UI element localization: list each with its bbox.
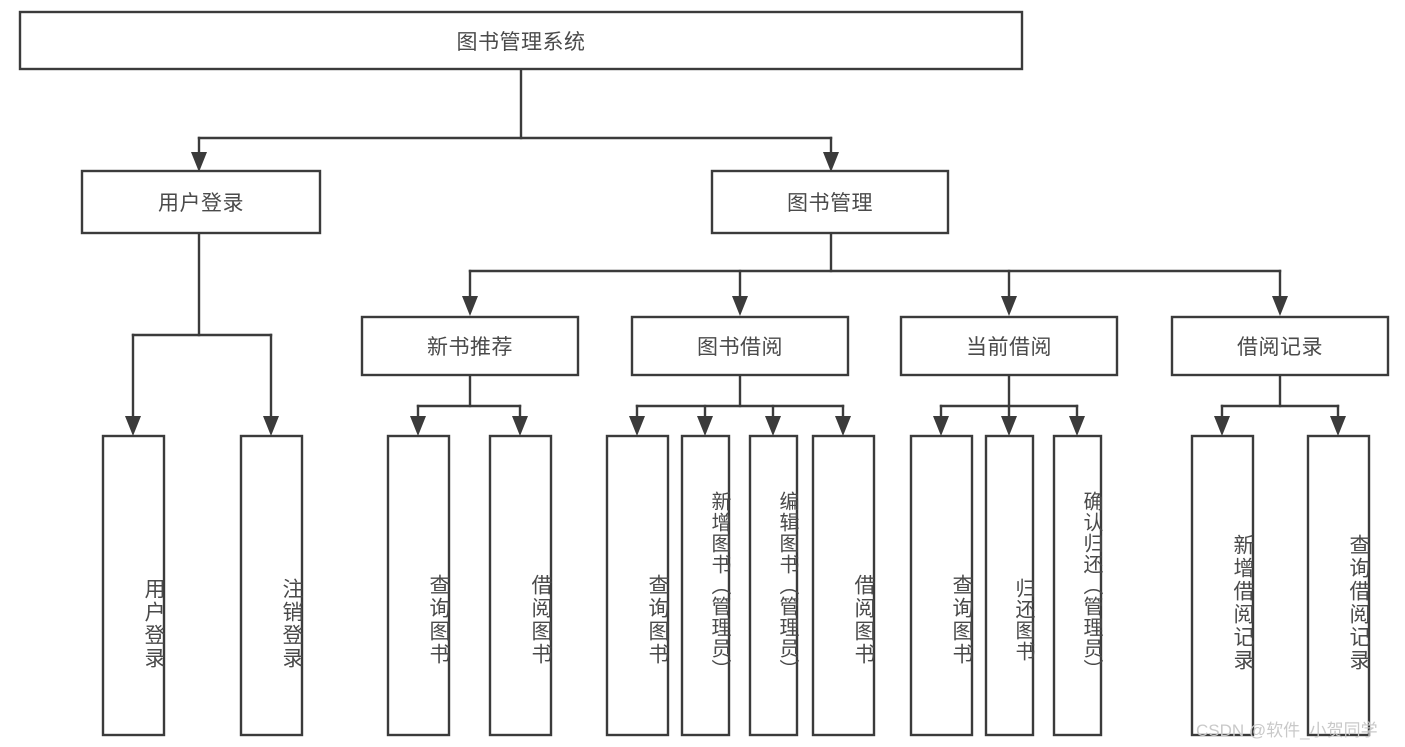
arrow-to-leaf-query-book-3 <box>933 416 949 436</box>
connector-group-current-borrow <box>933 373 1085 436</box>
node-box-leaf-confirm-return[interactable] <box>1052 434 1103 737</box>
arrow-root-to-user-login <box>191 152 207 172</box>
node-box-borrow-record[interactable] <box>1170 315 1390 377</box>
node-box-book-manage[interactable] <box>710 169 950 235</box>
arrow-to-book-borrow <box>732 296 748 316</box>
arrow-to-current-borrow <box>1001 296 1017 316</box>
node-box-leaf-borrow-book-2[interactable] <box>811 434 876 737</box>
node-box-current-borrow[interactable] <box>899 315 1119 377</box>
connector-group-new-book-recommend <box>410 373 528 436</box>
node-box-leaf-user-login[interactable] <box>101 434 166 737</box>
node-box-leaf-query-book-1[interactable] <box>386 434 451 737</box>
node-box-leaf-add-book[interactable] <box>680 434 731 737</box>
arrow-to-leaf-borrow-book-2 <box>835 416 851 436</box>
connector-group-book-manage <box>462 231 1288 316</box>
arrow-to-leaf-user-logout <box>263 416 279 436</box>
node-box-leaf-borrow-book-1[interactable] <box>488 434 553 737</box>
node-box-leaf-add-record[interactable] <box>1190 434 1255 737</box>
arrow-to-leaf-confirm-return <box>1069 416 1085 436</box>
node-box-leaf-query-record[interactable] <box>1306 434 1371 737</box>
node-box-leaf-query-book-2[interactable] <box>605 434 670 737</box>
node-box-new-book-recommend[interactable] <box>360 315 580 377</box>
arrow-to-leaf-edit-book <box>765 416 781 436</box>
node-box-leaf-query-book-3[interactable] <box>909 434 974 737</box>
arrow-to-leaf-add-book <box>697 416 713 436</box>
arrow-to-leaf-query-book-1 <box>410 416 426 436</box>
node-box-leaf-return-book[interactable] <box>984 434 1035 737</box>
arrow-root-to-book-manage <box>823 152 839 172</box>
arrow-to-leaf-return-book <box>1001 416 1017 436</box>
node-box-book-borrow[interactable] <box>630 315 850 377</box>
connector-group-user-login <box>125 231 279 436</box>
arrow-to-leaf-user-login <box>125 416 141 436</box>
arrow-to-leaf-add-record <box>1214 416 1230 436</box>
node-box-user-login[interactable] <box>80 169 322 235</box>
node-box-leaf-user-logout[interactable] <box>239 434 304 737</box>
connector-group-borrow-record <box>1214 373 1346 436</box>
connector-group-root <box>191 67 839 172</box>
connector-group-book-borrow <box>629 373 851 436</box>
arrow-to-leaf-query-book-2 <box>629 416 645 436</box>
arrow-to-leaf-borrow-book-1 <box>512 416 528 436</box>
arrow-to-new-book-recommend <box>462 296 478 316</box>
arrow-to-borrow-record <box>1272 296 1288 316</box>
node-box-root[interactable] <box>18 10 1024 71</box>
arrow-to-leaf-query-record <box>1330 416 1346 436</box>
node-box-leaf-edit-book[interactable] <box>748 434 799 737</box>
